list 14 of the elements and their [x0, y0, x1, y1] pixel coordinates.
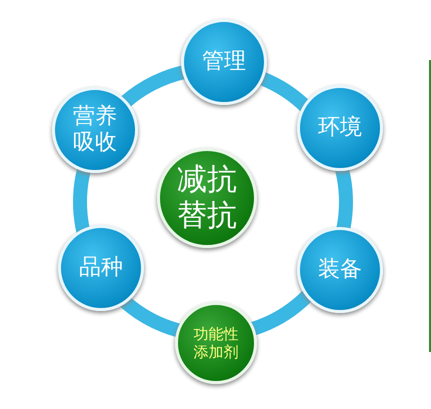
- node-label: 功能性添加剂: [192, 325, 240, 361]
- circle-node: [52, 87, 138, 173]
- circle-node: [58, 225, 144, 311]
- circle-node: [297, 85, 383, 171]
- node-label: 管理: [201, 48, 247, 76]
- node-label: 品种: [78, 254, 124, 282]
- node-label: 装备: [317, 256, 363, 284]
- circle-node: [181, 19, 267, 105]
- node-label: 环境: [317, 114, 363, 142]
- circle-node: [175, 302, 257, 384]
- node-label: 营养吸收: [72, 104, 118, 156]
- node-label: 减抗替抗: [176, 162, 238, 234]
- circle-node: [297, 227, 383, 313]
- circle-node: [157, 148, 257, 248]
